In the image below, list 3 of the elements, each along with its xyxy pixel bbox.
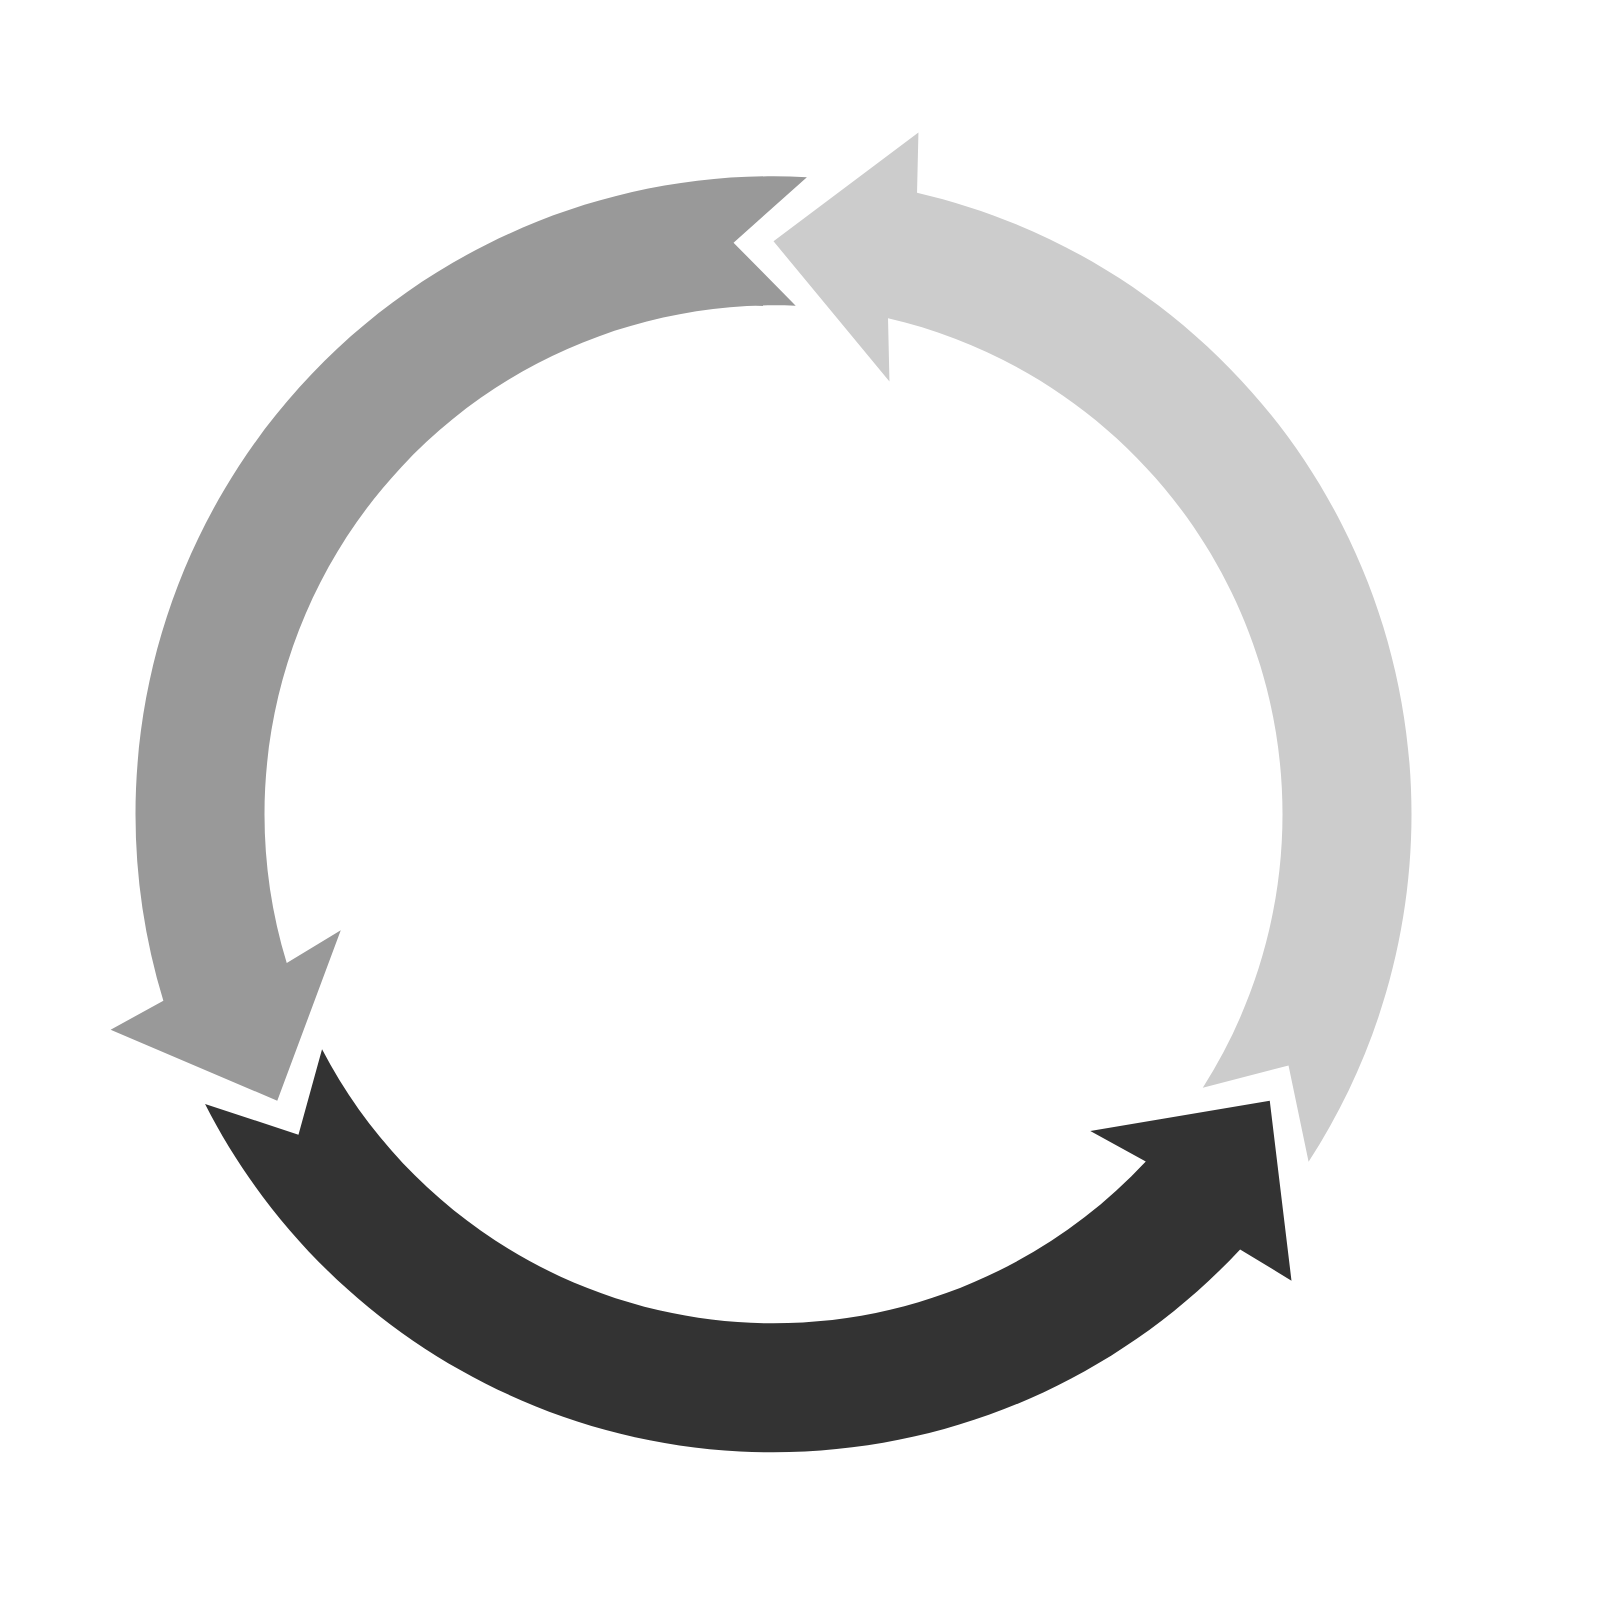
- cycle-segment: [110, 176, 807, 1101]
- cycle-segment: [205, 1049, 1292, 1453]
- cycle-segment: [773, 132, 1412, 1162]
